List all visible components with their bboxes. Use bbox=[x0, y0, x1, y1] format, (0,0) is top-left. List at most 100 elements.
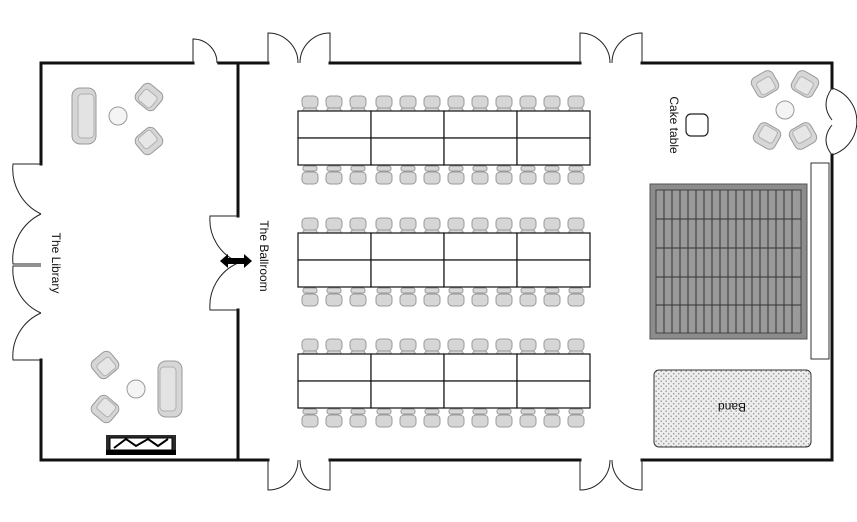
banquet-table bbox=[370, 137, 445, 166]
chair-icon bbox=[447, 171, 465, 185]
door-library-left-lower[interactable] bbox=[12, 265, 42, 361]
chair-icon bbox=[423, 338, 441, 352]
chair-icon bbox=[399, 414, 417, 428]
chair-back bbox=[350, 287, 366, 294]
chair-icon bbox=[349, 95, 367, 109]
double-arrow-icon bbox=[220, 254, 252, 268]
chair-icon bbox=[519, 217, 537, 231]
chair-icon bbox=[543, 217, 561, 231]
chair-back bbox=[376, 287, 392, 294]
sofa-icon bbox=[157, 360, 183, 418]
banquet-seating bbox=[297, 95, 591, 428]
chair-icon bbox=[399, 338, 417, 352]
chair-icon bbox=[301, 414, 319, 428]
chair-icon bbox=[423, 293, 441, 307]
chair-back bbox=[326, 287, 342, 294]
cake-table-label: Cake table bbox=[667, 96, 681, 154]
banquet-table bbox=[516, 232, 591, 261]
banquet-table bbox=[370, 353, 445, 382]
door-ballroom-right[interactable] bbox=[831, 87, 857, 156]
round-side-table-icon bbox=[108, 106, 128, 126]
chair-icon bbox=[471, 293, 489, 307]
chair-icon bbox=[567, 171, 585, 185]
chair-icon bbox=[543, 293, 561, 307]
banquet-table bbox=[297, 232, 372, 261]
chair-back bbox=[376, 165, 392, 172]
chair-back bbox=[568, 165, 584, 172]
sofa-icon bbox=[71, 87, 97, 145]
chair-icon bbox=[471, 414, 489, 428]
chair-back bbox=[520, 287, 536, 294]
chair-back bbox=[400, 165, 416, 172]
banquet-table bbox=[297, 353, 372, 382]
chair-back bbox=[326, 408, 342, 415]
chair-icon bbox=[567, 338, 585, 352]
chair-back bbox=[496, 287, 512, 294]
chair-back bbox=[302, 165, 318, 172]
chair-back bbox=[544, 287, 560, 294]
chair-icon bbox=[495, 217, 513, 231]
dance-floor bbox=[649, 183, 808, 340]
chair-icon bbox=[447, 293, 465, 307]
chair-icon bbox=[519, 293, 537, 307]
chair-back bbox=[448, 165, 464, 172]
chair-icon bbox=[399, 293, 417, 307]
door-ballroom-top-right[interactable] bbox=[579, 32, 643, 64]
chair-icon bbox=[447, 338, 465, 352]
chair-icon bbox=[567, 414, 585, 428]
chair-icon bbox=[375, 293, 393, 307]
chair-icon bbox=[543, 171, 561, 185]
banquet-table bbox=[370, 259, 445, 288]
chair-icon bbox=[471, 338, 489, 352]
armchair-icon bbox=[750, 70, 780, 98]
banquet-table bbox=[443, 110, 518, 139]
chair-icon bbox=[301, 217, 319, 231]
band-platform bbox=[653, 369, 812, 448]
ballroom-label: The Ballroom bbox=[257, 220, 271, 292]
chair-icon bbox=[349, 293, 367, 307]
banquet-table bbox=[443, 380, 518, 409]
armchair-icon bbox=[788, 122, 818, 150]
chair-back bbox=[496, 408, 512, 415]
chair-icon bbox=[495, 171, 513, 185]
chair-icon bbox=[495, 414, 513, 428]
door-library-top[interactable] bbox=[192, 38, 218, 64]
chair-icon bbox=[543, 414, 561, 428]
chair-icon bbox=[375, 95, 393, 109]
chair-icon bbox=[301, 171, 319, 185]
chair-back bbox=[568, 287, 584, 294]
chair-icon bbox=[519, 338, 537, 352]
banquet-table bbox=[516, 137, 591, 166]
chair-icon bbox=[519, 171, 537, 185]
chair-back bbox=[472, 408, 488, 415]
chair-icon bbox=[567, 95, 585, 109]
banquet-table bbox=[370, 232, 445, 261]
chair-icon bbox=[471, 217, 489, 231]
door-library-left-upper[interactable] bbox=[12, 163, 42, 265]
chair-icon bbox=[325, 293, 343, 307]
chair-back bbox=[302, 287, 318, 294]
chair-icon bbox=[495, 95, 513, 109]
armchair-icon bbox=[790, 70, 820, 98]
chair-back bbox=[496, 165, 512, 172]
chair-icon bbox=[423, 95, 441, 109]
chair-icon bbox=[325, 414, 343, 428]
library-lounge-top bbox=[71, 82, 164, 156]
armchair-icon bbox=[90, 350, 120, 380]
chair-icon bbox=[375, 171, 393, 185]
chair-icon bbox=[495, 338, 513, 352]
chair-icon bbox=[567, 293, 585, 307]
chair-icon bbox=[543, 95, 561, 109]
chair-icon bbox=[325, 171, 343, 185]
banquet-table bbox=[297, 110, 372, 139]
cake-table bbox=[685, 113, 709, 137]
banquet-table bbox=[516, 259, 591, 288]
armchair-icon bbox=[134, 126, 164, 156]
chair-icon bbox=[349, 171, 367, 185]
armchair-icon bbox=[134, 82, 164, 112]
door-ballroom-top-left[interactable] bbox=[267, 32, 331, 64]
chair-back bbox=[520, 165, 536, 172]
door-ballroom-bottom-right[interactable] bbox=[579, 459, 643, 491]
door-ballroom-bottom-left[interactable] bbox=[267, 459, 331, 491]
round-side-table-icon bbox=[126, 379, 146, 399]
